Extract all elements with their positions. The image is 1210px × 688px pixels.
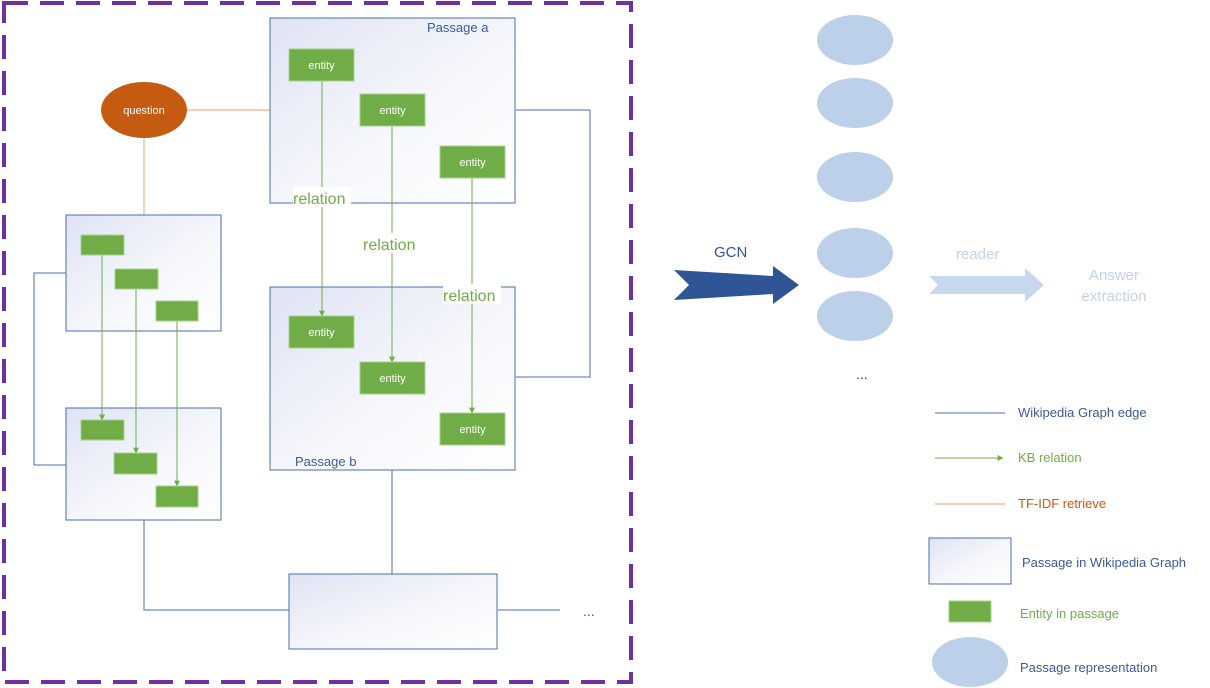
relation-labels: relation relation relation bbox=[293, 187, 501, 305]
legend-passage-label: Passage in Wikipedia Graph bbox=[1022, 555, 1186, 570]
entity-box bbox=[288, 315, 355, 349]
representation-node bbox=[817, 152, 893, 202]
entity-box-small bbox=[114, 268, 159, 290]
edge-a-b bbox=[516, 109, 591, 378]
entities-passage-b: entity entity entity bbox=[288, 315, 506, 446]
entity-box-small bbox=[80, 419, 125, 441]
passage-b-label: Passage b bbox=[295, 454, 356, 469]
entities-left bbox=[80, 234, 199, 508]
answer-label-line1: Answer bbox=[1089, 267, 1139, 284]
edge-left-bottom bbox=[143, 520, 289, 611]
entity-box-small bbox=[155, 300, 199, 322]
entity-label: entity bbox=[379, 373, 406, 385]
entity-label: entity bbox=[459, 424, 486, 436]
relation-label-2: relation bbox=[363, 237, 415, 254]
entity-label: entity bbox=[308, 60, 335, 72]
representation-ellipsis: ... bbox=[856, 366, 868, 382]
passage-bottom-box bbox=[288, 573, 498, 650]
representation-node bbox=[817, 15, 893, 65]
legend-passage-swatch bbox=[928, 537, 1012, 585]
reader-arrow bbox=[929, 268, 1044, 302]
entity-box bbox=[288, 48, 355, 82]
entity-label: entity bbox=[379, 105, 406, 117]
legend-entity-swatch bbox=[948, 600, 992, 623]
legend-entity-label: Entity in passage bbox=[1020, 606, 1119, 621]
representation-node bbox=[817, 78, 893, 128]
legend-representation-label: Passage representation bbox=[1020, 660, 1157, 675]
relation-label-1: relation bbox=[293, 191, 345, 208]
legend: Wikipedia Graph edge KB relation TF-IDF … bbox=[928, 405, 1186, 687]
question-label: question bbox=[123, 105, 165, 117]
wiki-edges bbox=[33, 109, 591, 611]
entity-label: entity bbox=[308, 327, 335, 339]
answer-label-line2: extraction bbox=[1081, 288, 1146, 305]
entity-box-small bbox=[155, 485, 199, 508]
graph-ellipsis: ... bbox=[583, 603, 595, 619]
representation-node bbox=[817, 228, 893, 278]
legend-representation-swatch bbox=[932, 637, 1008, 687]
entity-box-small bbox=[80, 234, 125, 256]
entity-label: entity bbox=[459, 157, 486, 169]
question-node bbox=[101, 82, 187, 138]
entity-box bbox=[439, 145, 506, 179]
entity-box bbox=[439, 412, 506, 446]
gcn-arrow bbox=[674, 266, 799, 304]
entity-box-small bbox=[113, 452, 158, 475]
relation-label-3: relation bbox=[443, 288, 495, 305]
edge-left-boxes bbox=[33, 272, 66, 466]
legend-kb-relation-label: KB relation bbox=[1018, 450, 1082, 465]
entity-box bbox=[359, 93, 426, 127]
passage-a-label: Passage a bbox=[427, 20, 489, 35]
legend-wiki-edge-label: Wikipedia Graph edge bbox=[1018, 405, 1147, 420]
graph-frame bbox=[2, 1, 633, 684]
entities-passage-a: entity entity entity bbox=[288, 48, 506, 179]
gcn-label: GCN bbox=[714, 244, 747, 261]
representation-node bbox=[817, 291, 893, 341]
passage-representations bbox=[817, 15, 893, 341]
legend-tfidf-label: TF-IDF retrieve bbox=[1018, 496, 1106, 511]
entity-box bbox=[359, 361, 426, 395]
reader-label: reader bbox=[956, 246, 999, 263]
tfidf-edges bbox=[143, 109, 270, 215]
